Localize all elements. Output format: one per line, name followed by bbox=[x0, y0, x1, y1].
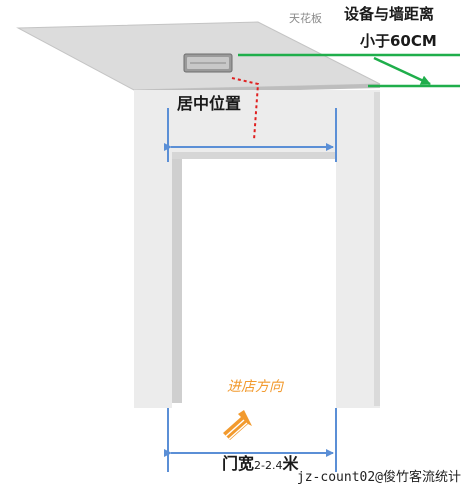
door-width-value: 2-2.4 bbox=[254, 459, 283, 472]
right-wall-side bbox=[374, 92, 380, 406]
distance-arrow bbox=[373, 56, 431, 86]
door-width-text: 门宽 bbox=[222, 454, 255, 473]
up-right-arrow-icon bbox=[223, 410, 252, 440]
lintel-underside bbox=[172, 152, 336, 159]
center-position-label: 居中位置 bbox=[177, 94, 242, 113]
left-door-reveal bbox=[172, 158, 182, 403]
center-marker-line bbox=[231, 77, 260, 141]
distance-label-line1: 设备与墙距离 bbox=[344, 5, 435, 23]
entry-direction-label: 进店方向 bbox=[227, 379, 283, 395]
ceiling-label: 天花板 bbox=[289, 12, 322, 25]
ceiling-sensor-icon bbox=[183, 53, 233, 73]
distance-label-line2: 小于60CM bbox=[360, 32, 437, 50]
door-width-label: 门宽2-2.4米 bbox=[222, 456, 299, 472]
door-width-unit: 米 bbox=[282, 454, 299, 473]
right-wall-pillar bbox=[336, 90, 380, 408]
watermark: jz-count02@俊竹客流统计 bbox=[296, 470, 461, 485]
